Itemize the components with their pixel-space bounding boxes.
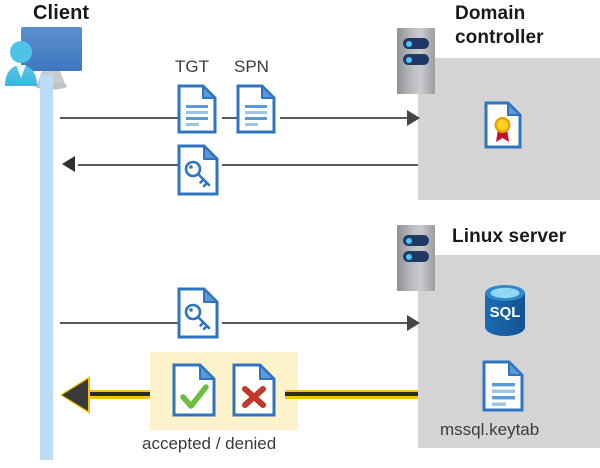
flow-line-present-ticket-seg2 <box>222 322 410 324</box>
rack-bay <box>403 235 429 246</box>
linux-server-title: Linux server <box>452 226 567 247</box>
document-with-key-icon-presented-ticket <box>177 287 219 339</box>
domain-controller-title-line2: controller <box>455 27 544 48</box>
rack-bay <box>403 38 429 49</box>
flow-line-request-tgt-spn-seg3 <box>280 117 410 119</box>
rack-led-icon <box>406 237 412 244</box>
flow-arrowhead-present-ticket <box>407 315 420 331</box>
spn-label: SPN <box>234 57 269 76</box>
svg-text:SQL: SQL <box>490 304 521 321</box>
keytab-filename-label: mssql.keytab <box>440 420 540 439</box>
flow-line-auth-result-seg1 <box>85 390 150 399</box>
flow-line-issue-ticket-seg1 <box>78 164 178 166</box>
rack-led-icon <box>406 253 412 260</box>
rack-led-icon <box>406 56 412 63</box>
flow-line-request-tgt-spn-seg1 <box>60 117 178 119</box>
flow-line-present-ticket-seg1 <box>60 322 178 324</box>
flow-line-issue-ticket-seg2 <box>222 164 418 166</box>
rack-bay <box>403 54 429 65</box>
domain-controller-title-line1: Domain <box>455 3 526 24</box>
sql-database-icon: SQL <box>481 283 529 337</box>
flow-line-auth-result-seg2 <box>285 390 418 399</box>
rack-led-icon <box>406 40 412 47</box>
tgt-label: TGT <box>175 57 209 76</box>
document-icon-keytab <box>482 360 524 412</box>
auth-result-label: accepted / denied <box>142 434 277 453</box>
document-icon-tgt <box>177 84 217 134</box>
server-rack-icon-domain-controller <box>397 28 435 94</box>
flow-arrowhead-issue-ticket <box>62 156 75 172</box>
client-icon <box>2 24 102 99</box>
client-lifeline <box>40 75 53 460</box>
rack-bay <box>403 251 429 262</box>
server-rack-icon-linux-server <box>397 225 435 291</box>
flow-arrowhead-auth-result <box>62 379 88 411</box>
document-with-checkmark-icon-accepted <box>172 363 216 417</box>
client-title: Client <box>33 2 90 24</box>
flow-line-request-tgt-spn-seg2 <box>222 117 244 119</box>
domain-controller-title: Domain controller <box>455 2 595 50</box>
document-with-certificate-icon <box>484 101 522 149</box>
document-with-x-icon-denied <box>232 363 276 417</box>
document-icon-spn <box>236 84 276 134</box>
document-with-key-icon-issued-ticket <box>177 144 219 196</box>
flow-arrowhead-request-tgt-spn <box>407 110 420 126</box>
